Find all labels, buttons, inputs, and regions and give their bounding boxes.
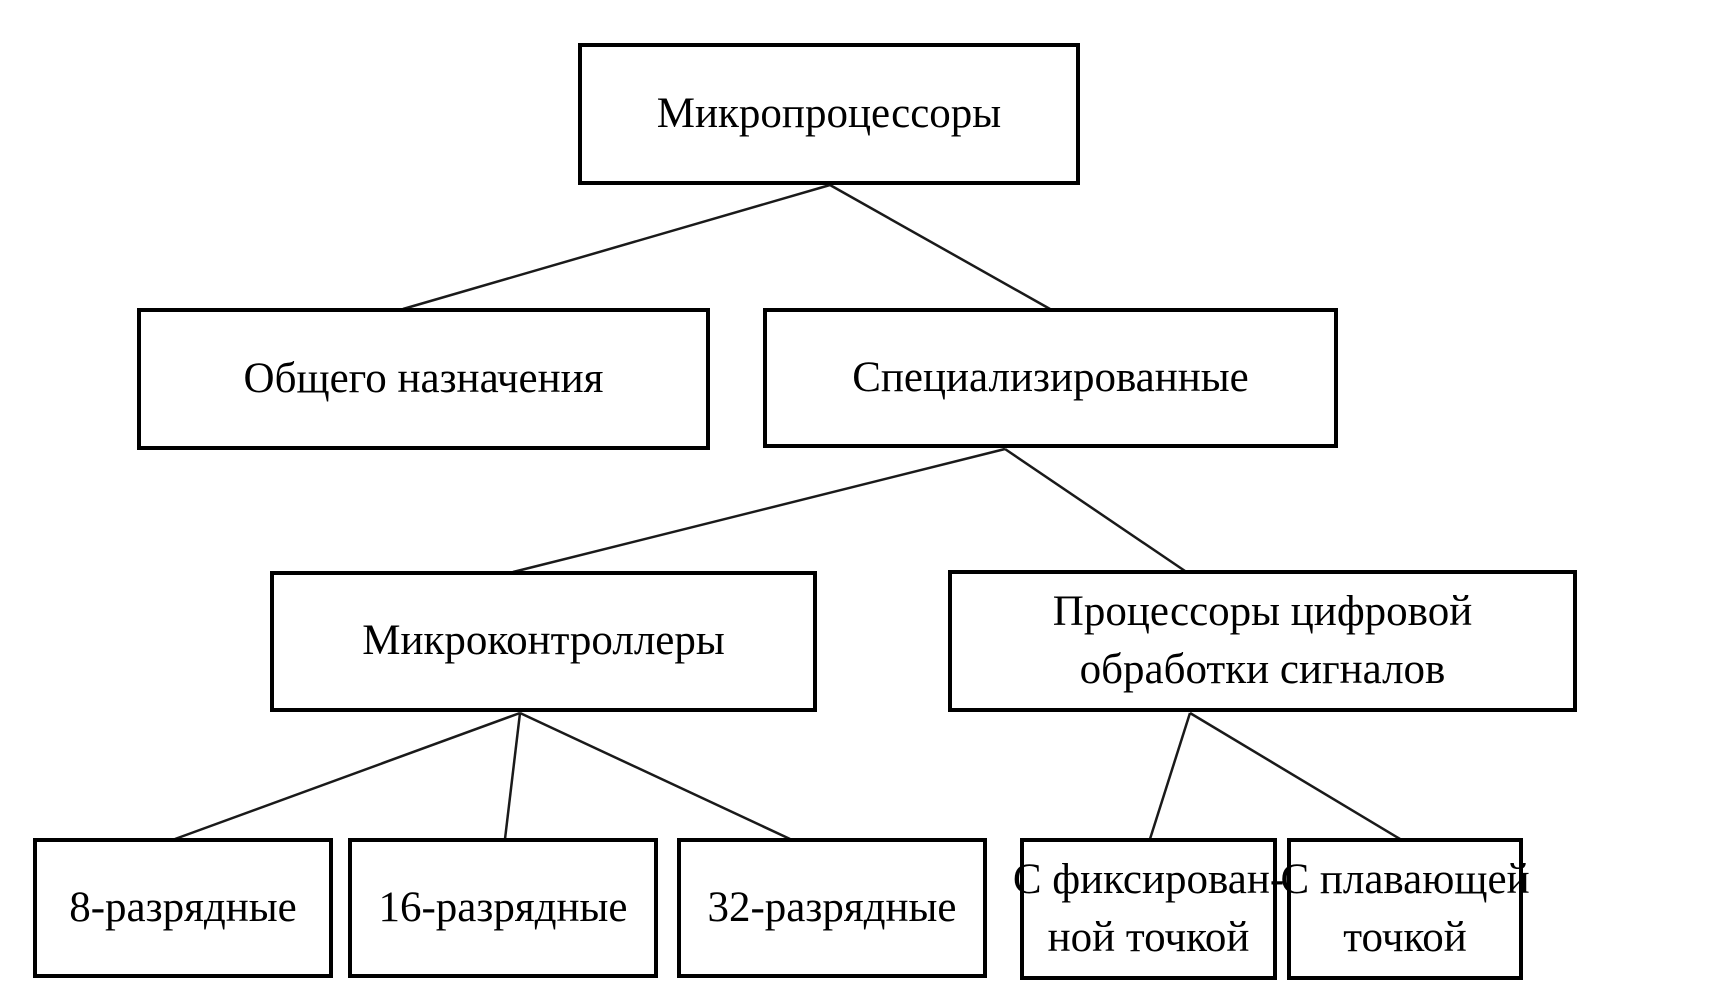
- node-16-bit: 16-разрядные: [348, 838, 658, 978]
- node-microcontrollers: Микроконтроллеры: [270, 571, 817, 712]
- edge-specialized-microcontrollers: [512, 447, 1006, 574]
- edge-microcontrollers-bit8: [174, 711, 521, 841]
- node-32-bit: 32-разрядные: [677, 838, 987, 978]
- node-32-bit-label: 32-разрядные: [707, 883, 957, 931]
- node-floating-point-label-line2: точкой: [1343, 914, 1467, 961]
- node-specialized: Специализированные: [763, 308, 1338, 448]
- node-floating-point: С плавающей точкой: [1280, 838, 1530, 980]
- node-dsp-label-line2: обработки сигналов: [1079, 646, 1446, 693]
- node-8-bit: 8-разрядные: [33, 838, 333, 978]
- node-8-bit-label: 8-разрядные: [69, 883, 297, 931]
- node-general-purpose-label: Общего назначения: [243, 354, 604, 402]
- edge-specialized-dsp: [1004, 447, 1186, 573]
- node-general-purpose: Общего назначения: [137, 308, 710, 450]
- edge-dsp-floating-point: [1189, 711, 1401, 841]
- edge-dsp-fixed-point: [1148, 712, 1192, 840]
- edge-microcontrollers-bit16: [503, 712, 522, 840]
- node-fixed-point-label-line2: ной точкой: [1047, 914, 1250, 961]
- node-16-bit-label: 16-разрядные: [378, 883, 628, 931]
- node-dsp-label-line1: Процессоры цифровой: [1052, 587, 1473, 635]
- node-microcontrollers-label: Микроконтроллеры: [362, 617, 725, 665]
- node-fixed-point-label-line1: С фиксирован-: [1012, 855, 1285, 903]
- edge-root-general: [402, 183, 831, 311]
- node-microprocessors: Микропроцессоры: [578, 43, 1080, 185]
- node-specialized-label: Специализированные: [852, 353, 1249, 401]
- node-microprocessors-label: Микропроцессоры: [656, 89, 1002, 137]
- node-fixed-point: С фиксирован- ной точкой: [1013, 838, 1284, 980]
- edge-microcontrollers-bit32: [519, 711, 791, 841]
- edge-root-specialized: [829, 183, 1051, 311]
- node-floating-point-label-line1: С плавающей: [1280, 855, 1530, 903]
- node-digital-signal-processors: Процессоры цифровой обработки сигналов: [948, 570, 1577, 712]
